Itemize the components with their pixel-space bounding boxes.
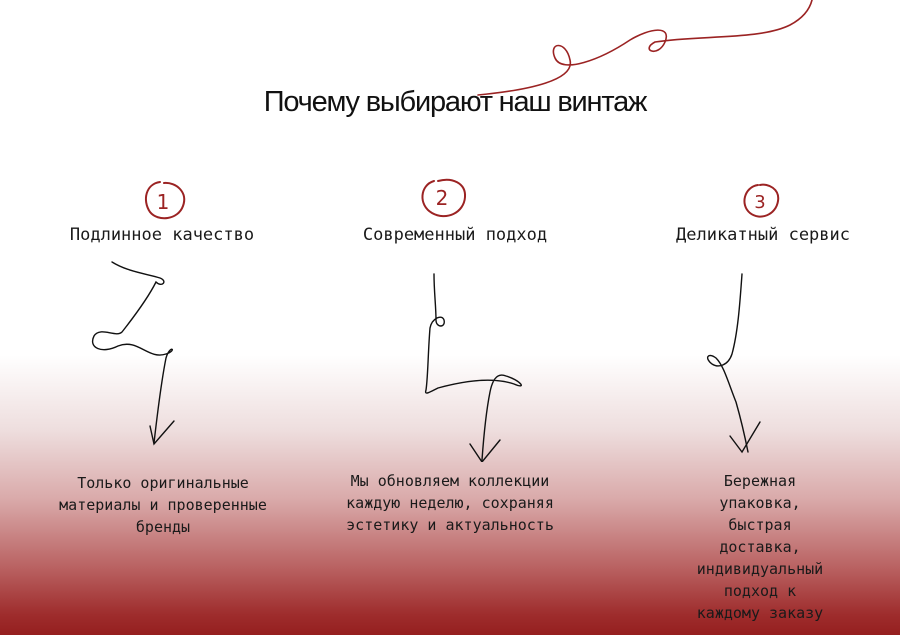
hand-drawn-arrow-icon — [424, 273, 523, 462]
description-line: доставка, индивидуальный — [696, 538, 824, 578]
feature-heading-3: Деликатный сервис — [676, 225, 850, 245]
number-circle-2: 2 — [421, 178, 467, 218]
hand-drawn-arrow-icon — [91, 261, 175, 446]
number-circle-3: 3 — [743, 183, 780, 218]
description-line: Мы обновляем коллекции — [350, 472, 550, 490]
hand-drawn-arrow-icon — [706, 273, 761, 454]
description-line: Бережная упаковка, быстрая — [719, 472, 801, 534]
feature-description-1: Только оригинальные материалы и проверен… — [59, 472, 267, 538]
feature-description-2: Мы обновляем коллекции каждую неделю, со… — [346, 470, 554, 536]
number-label: 1 — [157, 190, 170, 214]
description-line: бренды — [135, 518, 191, 536]
description-line: эстетику и актуальность — [346, 516, 554, 534]
number-label: 2 — [436, 186, 449, 210]
description-line: каждую неделю, сохраняя — [346, 494, 554, 512]
number-label: 3 — [754, 192, 765, 213]
feature-description-3: Бережная упаковка, быстрая доставка, инд… — [690, 470, 830, 624]
number-circle-1: 1 — [144, 181, 186, 220]
page-title: Почему выбирают наш винтаж — [263, 86, 648, 118]
description-line: подход к каждому заказу — [696, 582, 824, 622]
description-line: Только оригинальные — [77, 474, 249, 492]
description-line: материалы и проверенные — [59, 496, 267, 514]
feature-heading-1: Подлинное качество — [69, 225, 255, 245]
feature-heading-2: Современный подход — [362, 225, 548, 245]
